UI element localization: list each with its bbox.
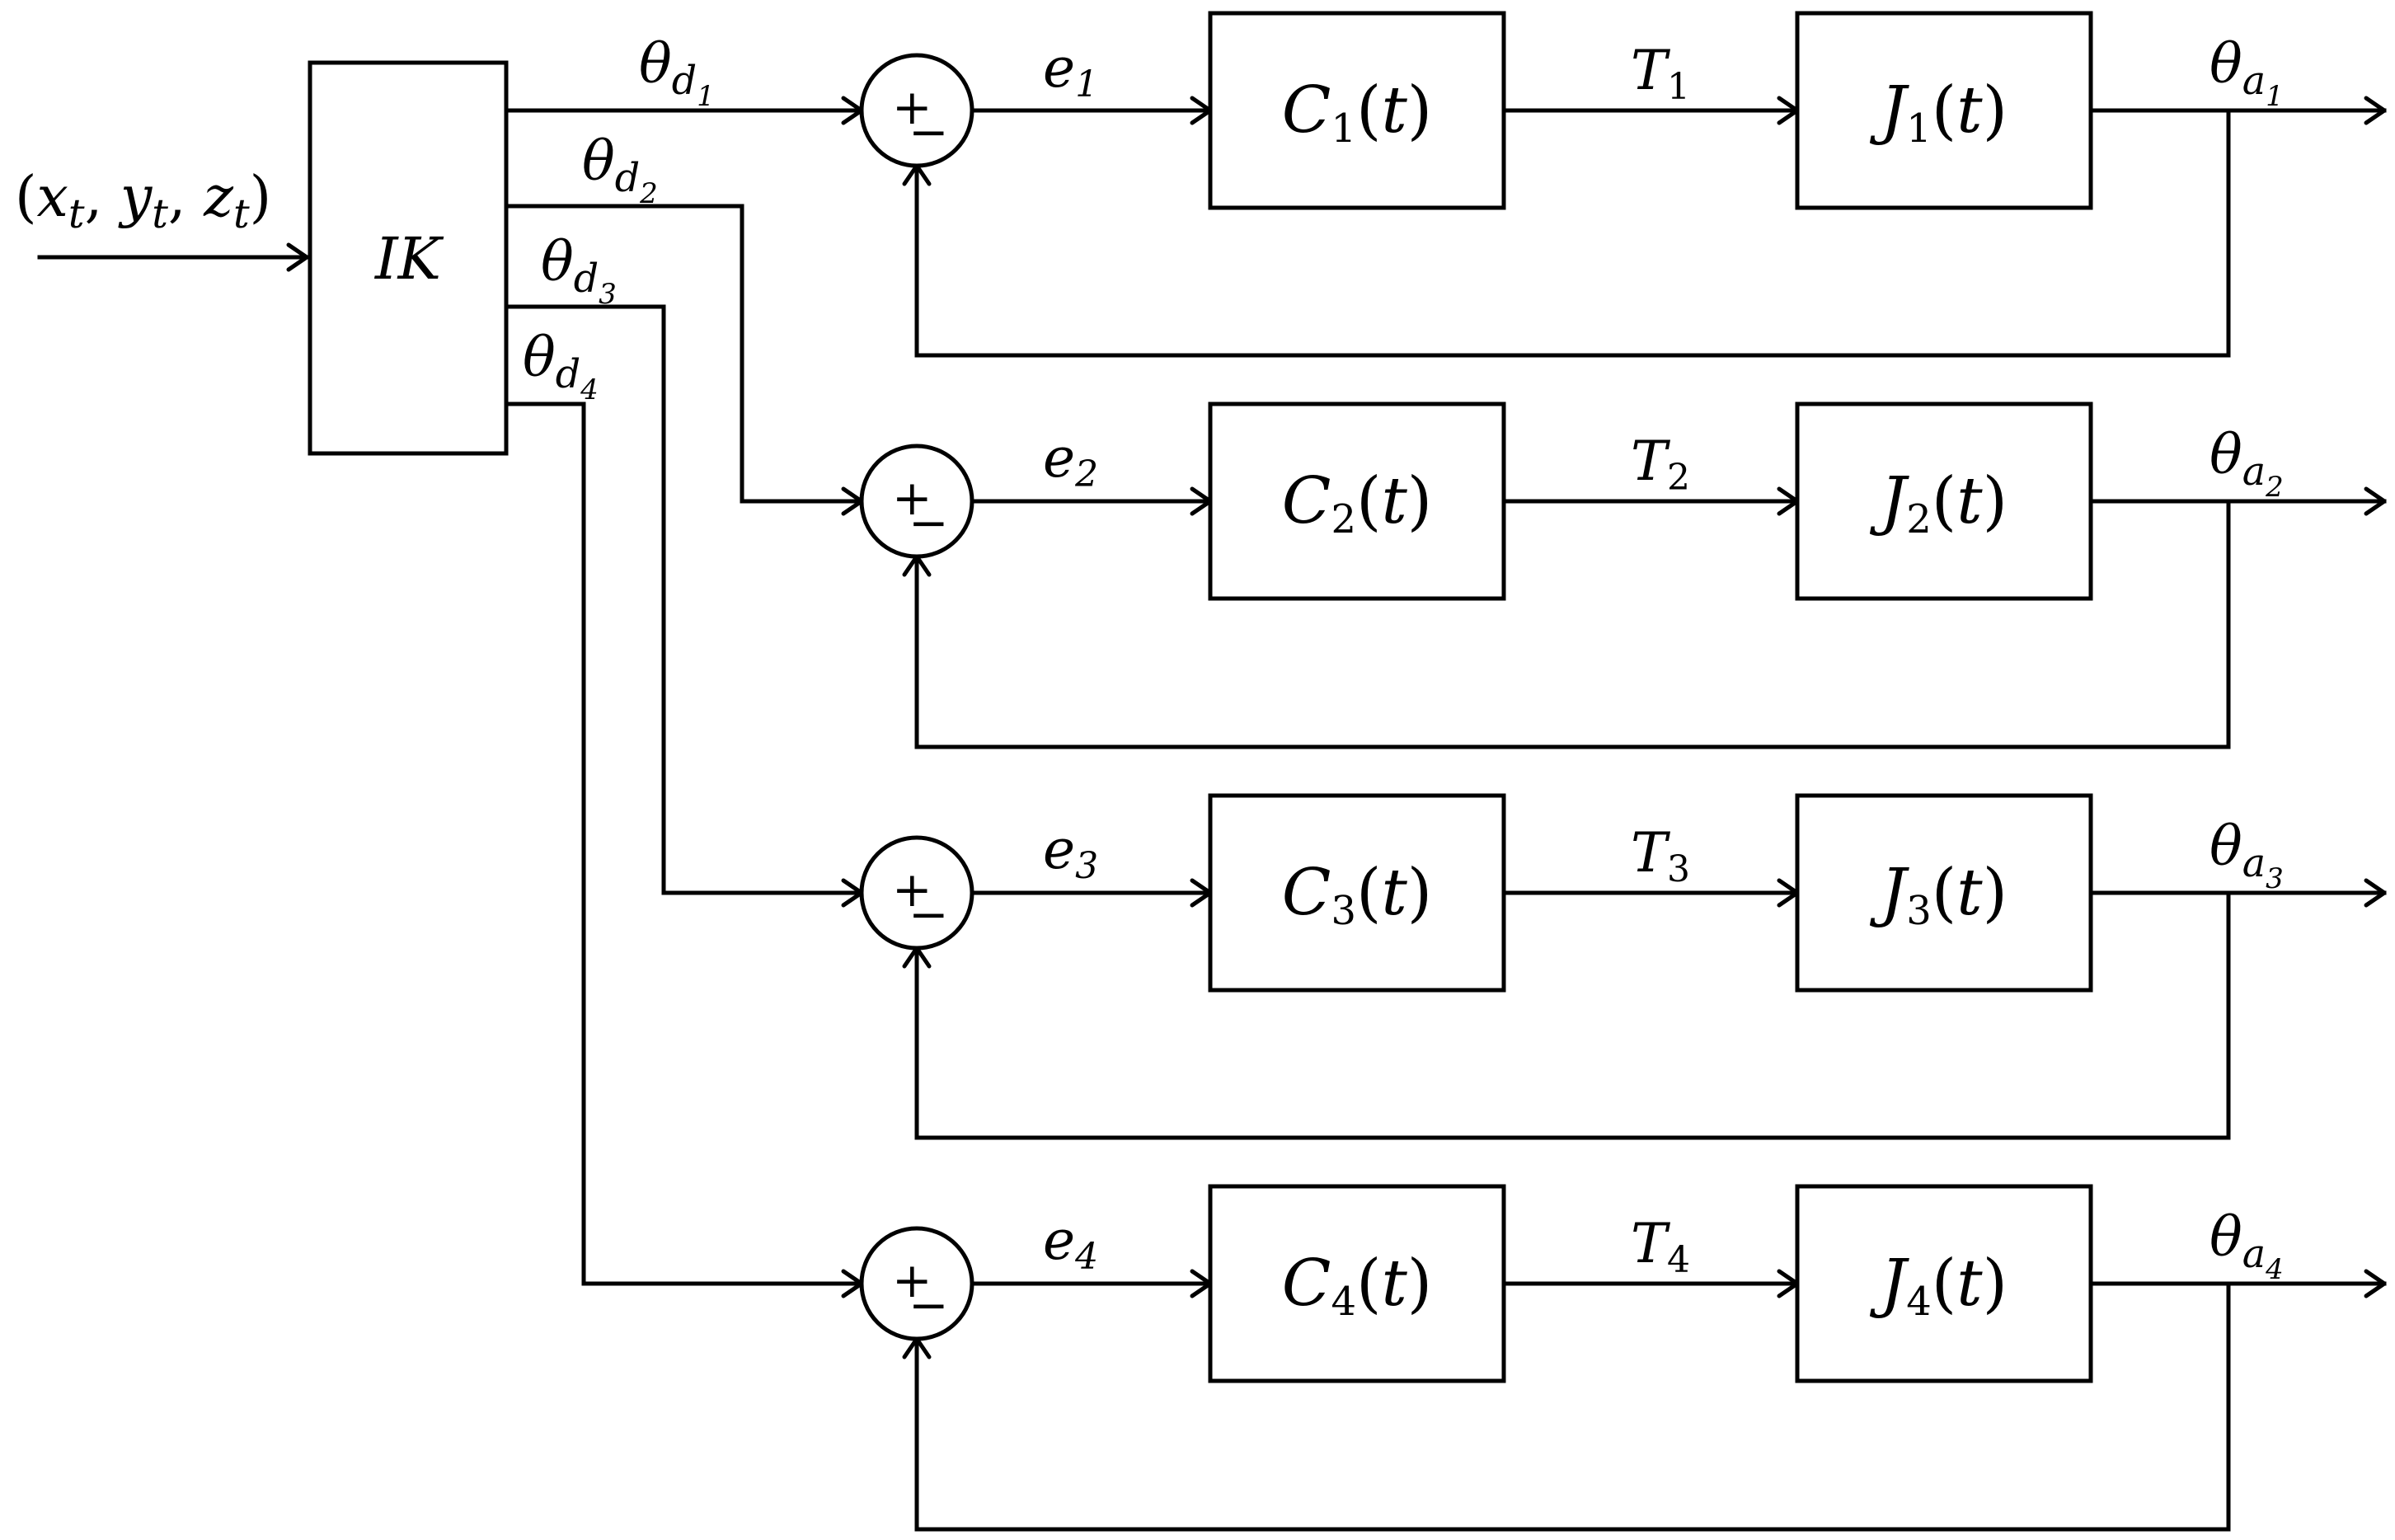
minus-sign: −: [909, 1277, 949, 1333]
joint-label: J4(t): [1869, 1247, 2008, 1325]
error-label: e3: [1043, 818, 1098, 887]
ik-label: IK: [373, 225, 444, 293]
torque-label: T3: [1631, 821, 1690, 890]
input-section: (xt, yt, zt) IK: [15, 60, 509, 456]
error-label: e4: [1043, 1209, 1098, 1278]
torque-label: T2: [1631, 430, 1690, 499]
feedback-arrowhead: [902, 163, 932, 186]
feedback-arrowhead: [902, 1336, 932, 1359]
torque-label: T4: [1631, 1212, 1690, 1281]
joint-label: J1(t): [1869, 73, 2008, 152]
channel-3: + − e3 C3(t) T3 J3(t) θa3: [841, 793, 2387, 1140]
controller-block: [1208, 793, 1506, 993]
desired-3-wire: [504, 304, 864, 895]
controller-block: [1208, 401, 1506, 601]
actual-label: θa3: [2210, 815, 2284, 895]
joint-block: [1795, 11, 2093, 210]
joint-label: J3(t): [1869, 856, 2008, 934]
desired-2-label: θd2: [582, 129, 658, 210]
minus-sign: −: [909, 104, 949, 160]
joint-label: J2(t): [1869, 464, 2008, 542]
output-arrowhead: [2364, 486, 2387, 516]
joint-block: [1795, 1184, 2093, 1383]
controller-label: C3(t): [1282, 856, 1432, 934]
joint-block: [1795, 793, 2093, 993]
actual-label: θa2: [2210, 423, 2284, 504]
ik-block: [308, 60, 509, 456]
actual-label: θa1: [2210, 32, 2284, 113]
feedback-wire: [914, 890, 2231, 1140]
plus-sign: +: [892, 862, 932, 918]
input-label: (xt, yt, zt): [15, 165, 271, 237]
output-arrowhead: [2364, 1269, 2387, 1298]
torque-label: T1: [1631, 39, 1690, 108]
minus-sign: −: [909, 886, 949, 942]
controller-label: C2(t): [1282, 464, 1432, 542]
controller-block: [1208, 1184, 1506, 1383]
desired-1-label: θd1: [639, 32, 715, 113]
channel-1: + − e1 C1(t) T1 J1(t) θa1: [841, 11, 2387, 358]
controller-label: C1(t): [1282, 73, 1432, 152]
controller-label: C4(t): [1282, 1247, 1432, 1325]
feedback-wire: [914, 108, 2231, 358]
plus-sign: +: [892, 79, 932, 135]
desired-2-wire: [504, 204, 864, 504]
error-label: e2: [1043, 426, 1098, 495]
output-arrowhead: [2364, 96, 2387, 125]
channel-4: + − e4 C4(t) T4 J4(t) θa4: [841, 1184, 2387, 1532]
feedback-arrowhead: [902, 946, 932, 969]
plus-sign: +: [892, 470, 932, 526]
desired-4-label: θd4: [523, 326, 599, 406]
output-arrowhead: [2364, 878, 2387, 908]
minus-sign: −: [909, 495, 949, 551]
channel-2: + − e2 C2(t) T2 J2(t) θa2: [841, 401, 2387, 749]
desired-4-wire: [504, 401, 864, 1286]
joint-block: [1795, 401, 2093, 601]
error-label: e1: [1043, 36, 1098, 106]
feedback-wire: [914, 1281, 2231, 1532]
feedback-arrowhead: [902, 554, 932, 577]
feedback-wire: [914, 499, 2231, 749]
actual-label: θa4: [2210, 1205, 2284, 1286]
ik-output-routing: θd1 θd2 θd3 θd4: [504, 32, 864, 1286]
plus-sign: +: [892, 1252, 932, 1308]
desired-3-label: θd3: [541, 230, 617, 311]
input-arrowhead: [286, 242, 309, 272]
